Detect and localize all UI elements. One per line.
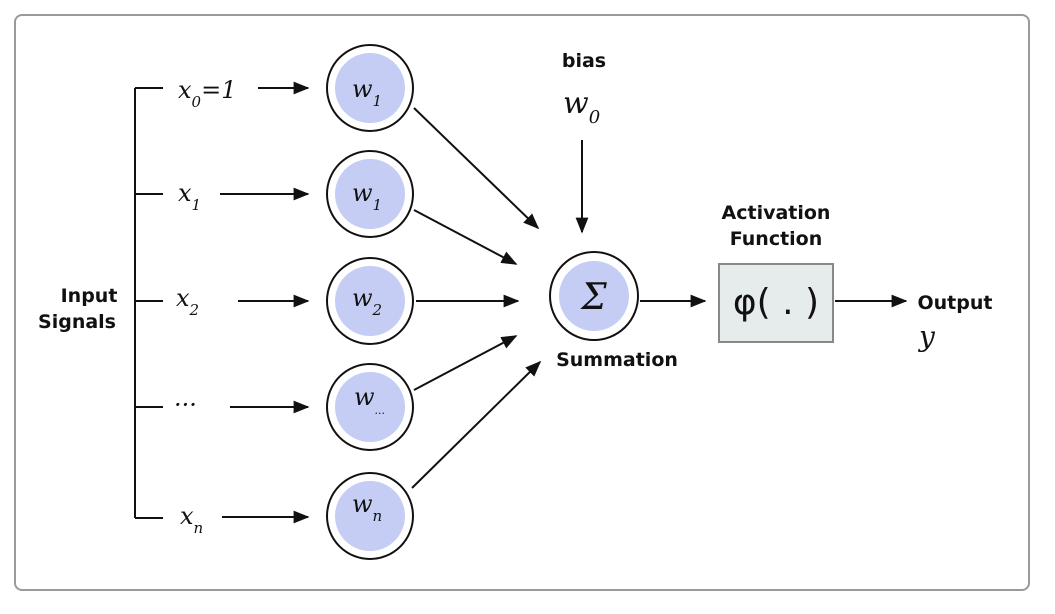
input-signals-label-line2: Signals: [38, 311, 116, 333]
weight-node-3: w...: [326, 363, 414, 451]
svg-text:w1: w1: [352, 179, 382, 214]
weight-arrow-0: [413, 107, 540, 230]
activation-formula: φ( . ): [733, 282, 819, 323]
weight-arrow-1: [413, 209, 518, 265]
weight-node-2: w2: [326, 257, 414, 345]
weight-node-0: w1: [326, 44, 414, 132]
weight-arrow-4: [411, 360, 542, 489]
input-label-x0: x0=1: [178, 76, 236, 111]
input-signals-label-line1: Input: [61, 285, 118, 307]
input-label-x2: x2: [176, 284, 199, 319]
input-label-xn: xn: [180, 502, 203, 537]
input-label-x1: x1: [178, 179, 201, 214]
activation-box: [718, 263, 834, 343]
bias-label: bias: [562, 50, 606, 72]
summation-node: Σ: [549, 251, 639, 341]
activation-title-line1: Activation: [722, 202, 831, 224]
weight-arrow-3: [413, 335, 518, 391]
output-symbol: y: [917, 320, 936, 353]
activation-title-line2: Function: [730, 228, 823, 250]
weight-node-4: wn: [326, 472, 414, 560]
diagram-frame: [14, 14, 1030, 591]
svg-text:wn: wn: [352, 490, 382, 525]
svg-text:w1: w1: [352, 75, 382, 110]
weight-node-1: w1: [326, 150, 414, 238]
summation-label: Summation: [556, 349, 678, 371]
svg-text:w...: w...: [354, 383, 385, 417]
svg-text:w2: w2: [352, 284, 382, 319]
input-label-ellipsis: ···: [174, 391, 197, 419]
sigma-icon: Σ: [579, 277, 607, 318]
bias-weight-symbol: w0: [563, 86, 600, 128]
output-label: Output: [918, 292, 993, 314]
